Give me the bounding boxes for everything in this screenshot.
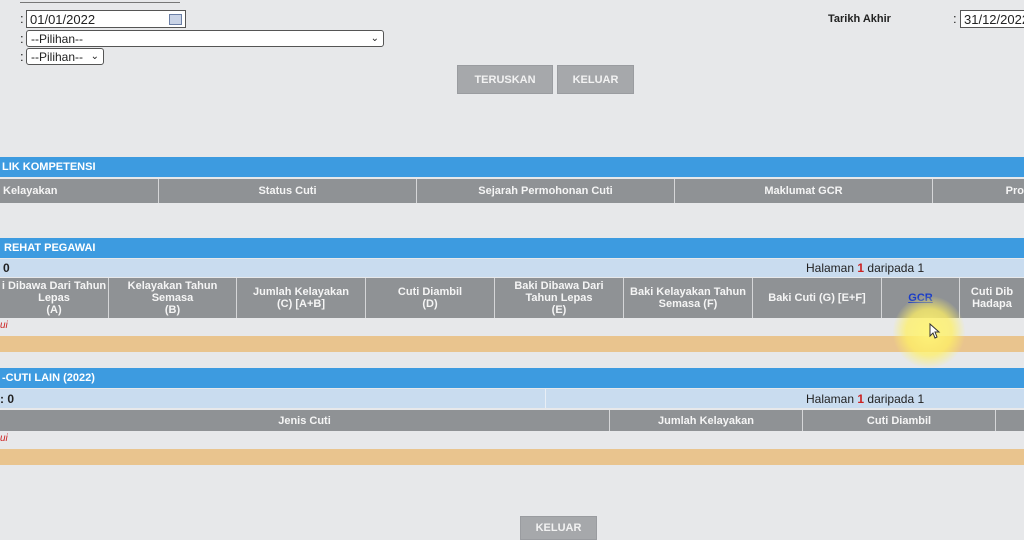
filter-select-1-value: --Pilihan-- <box>31 31 84 46</box>
page-total: daripada 1 <box>867 261 925 275</box>
tab-status-cuti[interactable]: Status Cuti <box>159 179 417 203</box>
colon-label: : <box>20 11 24 26</box>
column-header: Kelayakan Tahun Semasa (B) <box>109 278 237 318</box>
tab-bar: Kelayakan Status Cuti Sejarah Permohonan… <box>0 179 1024 203</box>
page-total: daripada 1 <box>867 391 925 406</box>
column-header: Jumlah Kelayakan (C) [A+B] <box>237 278 366 318</box>
page-indicator: Halaman 1 daripada 1 <box>806 261 924 275</box>
halaman-label: Halaman <box>806 261 855 275</box>
column-header: Baki Cuti (G) [E+F] <box>753 278 882 318</box>
keluar-button[interactable]: KELUAR <box>557 65 634 94</box>
record-count: 0 <box>3 261 10 275</box>
mouse-cursor-icon <box>929 323 941 339</box>
end-date-label: Tarikh Akhir <box>828 13 891 25</box>
column-header: Cuti Diambil <box>803 410 996 431</box>
colon-label: : <box>953 11 957 26</box>
column-header: Cuti Diambil (D) <box>366 278 495 318</box>
orange-row <box>0 336 1024 352</box>
top-link-underline <box>20 0 180 3</box>
column-header: i Dibawa Dari Tahun Lepas (A) <box>0 278 109 318</box>
tab-kelayakan[interactable]: Kelayakan <box>0 179 159 203</box>
start-date-value: 01/01/2022 <box>30 11 96 27</box>
column-header: Baki Kelayakan Tahun Semasa (F) <box>624 278 753 318</box>
divider <box>545 389 546 408</box>
column-header: Cuti Dib Hadapa <box>970 286 1014 310</box>
end-date-value: 31/12/2022 <box>964 11 1024 27</box>
column-header: Jenis Cuti <box>0 410 610 431</box>
chevron-down-icon: ⌄ <box>90 50 99 62</box>
section-header-rehat-pegawai: REHAT PEGAWAI <box>0 238 1024 258</box>
empty-message: ui <box>0 320 8 331</box>
end-date-input[interactable]: 31/12/2022 <box>960 10 1024 28</box>
tab-sejarah-permohonan[interactable]: Sejarah Permohonan Cuti <box>417 179 675 203</box>
cursor-highlight <box>893 296 965 368</box>
filter-select-1[interactable]: --Pilihan-- ⌄ <box>26 30 384 47</box>
tab-profil[interactable]: Pro <box>1005 185 1024 197</box>
record-count: : 0 <box>0 391 15 406</box>
filter-select-2[interactable]: --Pilihan-- ⌄ <box>26 48 104 65</box>
colon-label: : <box>20 49 24 64</box>
filter-select-2-value: --Pilihan-- <box>31 49 84 64</box>
pagination-bar: 0 Halaman 1 daripada 1 <box>0 259 1024 277</box>
column-header <box>996 410 1024 431</box>
orange-row <box>0 449 1024 465</box>
table-header-rehat: i Dibawa Dari Tahun Lepas (A) Kelayakan … <box>0 278 1024 318</box>
teruskan-button[interactable]: TERUSKAN <box>457 65 553 94</box>
current-page: 1 <box>857 261 865 275</box>
column-header: Jumlah Kelayakan <box>610 410 803 431</box>
current-page: 1 <box>857 391 865 406</box>
empty-message: ui <box>0 433 8 444</box>
start-date-input[interactable]: 01/01/2022 <box>26 10 186 28</box>
pagination-bar: : 0 Halaman 1 daripada 1 <box>0 389 1024 408</box>
tab-maklumat-gcr[interactable]: Maklumat GCR <box>675 179 933 203</box>
halaman-label: Halaman <box>806 391 855 406</box>
section-header-cuti-lain: -CUTI LAIN (2022) <box>0 368 1024 388</box>
calendar-icon[interactable] <box>169 13 182 25</box>
colon-label: : <box>20 31 24 46</box>
column-header: Baki Dibawa Dari Tahun Lepas (E) <box>495 278 624 318</box>
footer-keluar-button[interactable]: KELUAR <box>520 516 597 540</box>
table-header-cuti-lain: Jenis Cuti Jumlah Kelayakan Cuti Diambil <box>0 410 1024 431</box>
page-indicator: Halaman 1 daripada 1 <box>806 392 924 406</box>
section-header-kompetensi: LIK KOMPETENSI <box>0 157 1024 177</box>
chevron-down-icon: ⌄ <box>370 32 379 44</box>
